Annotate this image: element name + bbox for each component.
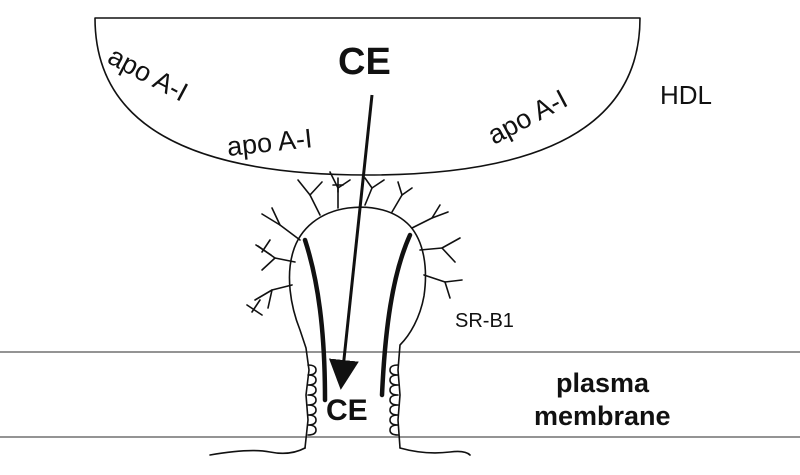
receptor-foot-right [399, 447, 471, 456]
srb1-receptor-outline [288, 206, 427, 449]
receptor-foot-left [209, 447, 306, 456]
apo-a1-right-label: apo A-I [483, 84, 573, 151]
hdl-label: HDL [660, 80, 712, 110]
srb1-label: SR-B1 [455, 310, 514, 332]
glycosylation-branches [246, 171, 463, 316]
ce-bottom-label: CE [326, 394, 368, 427]
transmembrane-coils-right [389, 364, 399, 436]
transmembrane-coils-left [307, 364, 317, 436]
receptor-helix-right [379, 232, 413, 398]
plasma-membrane-label-line2: membrane [534, 401, 671, 431]
ce-top-label: CE [338, 41, 391, 83]
plasma-membrane-label-line1: plasma [556, 368, 650, 398]
ce-transport-arrow [328, 94, 374, 390]
hdl-particle [94, 17, 641, 176]
receptor-helix-left [302, 237, 328, 403]
apo-a1-left-label: apo A-I [103, 41, 193, 108]
apo-a1-center-label: apo A-I [225, 123, 313, 162]
